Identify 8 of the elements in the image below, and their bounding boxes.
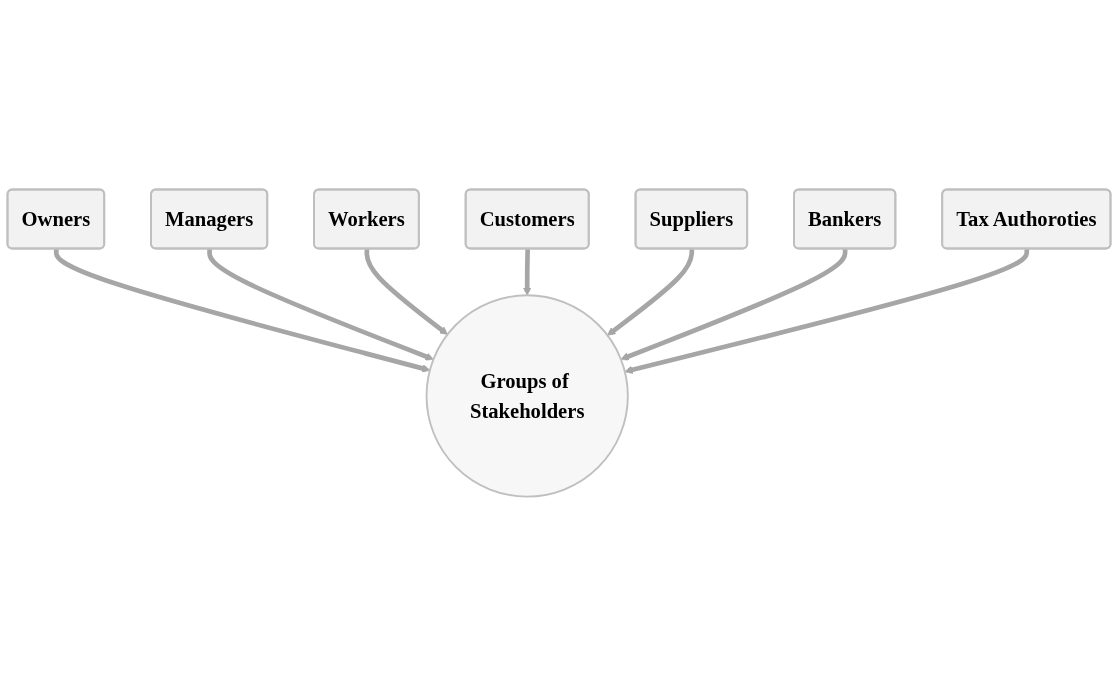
arrow [364,248,448,335]
arrow [207,248,434,361]
node-circle: Groups of Stakeholders [425,294,629,498]
arrow [624,248,1030,374]
arrow [523,248,532,296]
arrow [53,248,431,373]
arrow [607,248,695,336]
arrow [620,248,848,361]
